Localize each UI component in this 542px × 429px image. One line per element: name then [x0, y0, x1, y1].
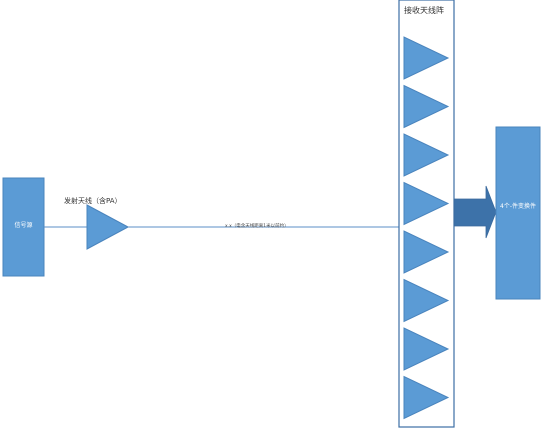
rx-element-triangle [403, 133, 450, 177]
rx-element-triangle [403, 230, 450, 274]
tx-antenna-label: 发射天线（含PA） [64, 197, 122, 205]
downconverter-block [495, 126, 541, 300]
signal-source-label: 信号源 [14, 222, 33, 229]
rx-element-triangle [403, 181, 450, 226]
rx-array-title: 接收天线阵 [404, 6, 444, 15]
link-label: x.x（电含天线距离1米以前约） [225, 224, 289, 229]
downconverter-label: 4个-件变换件 [500, 203, 536, 210]
rx-element-triangle [403, 375, 450, 420]
rx-element-triangle [403, 327, 450, 371]
rx-element-triangle [403, 84, 450, 129]
rx-element-triangle [403, 278, 450, 323]
tx-antenna-triangle [86, 204, 130, 250]
signal-source-block [2, 177, 45, 277]
rx-elements-group [403, 36, 450, 420]
output-arrow [453, 185, 497, 239]
rx-element-triangle [403, 36, 450, 80]
